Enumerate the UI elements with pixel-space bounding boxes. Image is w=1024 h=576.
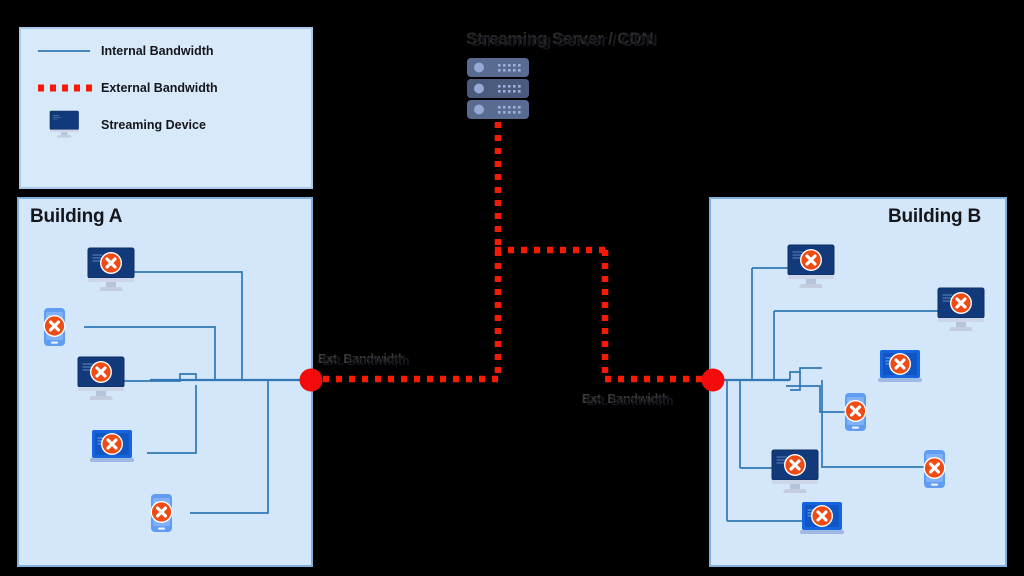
offline-badge-icon bbox=[41, 313, 68, 339]
building-a-ext-label: Ext. Bandwidth bbox=[322, 354, 410, 368]
offline-badge-icon bbox=[88, 359, 114, 385]
building-a-title: Building A bbox=[30, 206, 123, 227]
legend-symbols bbox=[38, 50, 93, 139]
building-a-ext-label-shadow: Ext. Bandwidth bbox=[318, 352, 406, 366]
legend-label-external-bandwidth: External Bandwidth bbox=[101, 81, 218, 95]
offline-badge-icon bbox=[842, 398, 869, 424]
device-laptop[interactable] bbox=[89, 429, 135, 463]
server-title: Streaming Server / CDN bbox=[470, 31, 658, 50]
building-b-title: Building B bbox=[888, 206, 981, 227]
offline-badge-icon bbox=[798, 247, 824, 273]
device-laptop[interactable] bbox=[799, 501, 845, 535]
offline-badge-icon bbox=[782, 452, 808, 478]
offline-badge-icon bbox=[148, 499, 175, 525]
legend-label-streaming-device: Streaming Device bbox=[101, 118, 206, 132]
building-b-ext-label: Ext. Bandwidth bbox=[586, 394, 674, 408]
offline-badge-icon bbox=[948, 290, 974, 316]
building-a-edge-node[interactable] bbox=[299, 368, 323, 392]
device-laptop[interactable] bbox=[877, 349, 923, 383]
legend-panel bbox=[19, 27, 313, 189]
offline-badge-icon bbox=[809, 503, 835, 529]
offline-badge-icon bbox=[921, 455, 948, 481]
device-phone[interactable] bbox=[41, 307, 68, 347]
device-phone[interactable] bbox=[842, 392, 869, 432]
building-b-ext-label-shadow: Ext. Bandwidth bbox=[582, 392, 670, 406]
streaming-server-icon[interactable] bbox=[467, 58, 529, 119]
offline-badge-icon bbox=[99, 431, 125, 457]
offline-badge-icon bbox=[98, 250, 124, 276]
server-title-shadow: Streaming Server / CDN bbox=[466, 29, 654, 48]
device-phone[interactable] bbox=[921, 449, 948, 489]
building-a-internal-links bbox=[84, 271, 305, 514]
building-b-internal-links bbox=[718, 267, 940, 522]
building-b-panel bbox=[709, 197, 1007, 567]
building-b-edge-node[interactable] bbox=[701, 368, 725, 392]
device-phone[interactable] bbox=[148, 493, 175, 533]
external-bandwidth-path bbox=[318, 122, 708, 383]
offline-badge-icon bbox=[887, 351, 913, 377]
legend-label-internal-bandwidth: Internal Bandwidth bbox=[101, 44, 214, 58]
